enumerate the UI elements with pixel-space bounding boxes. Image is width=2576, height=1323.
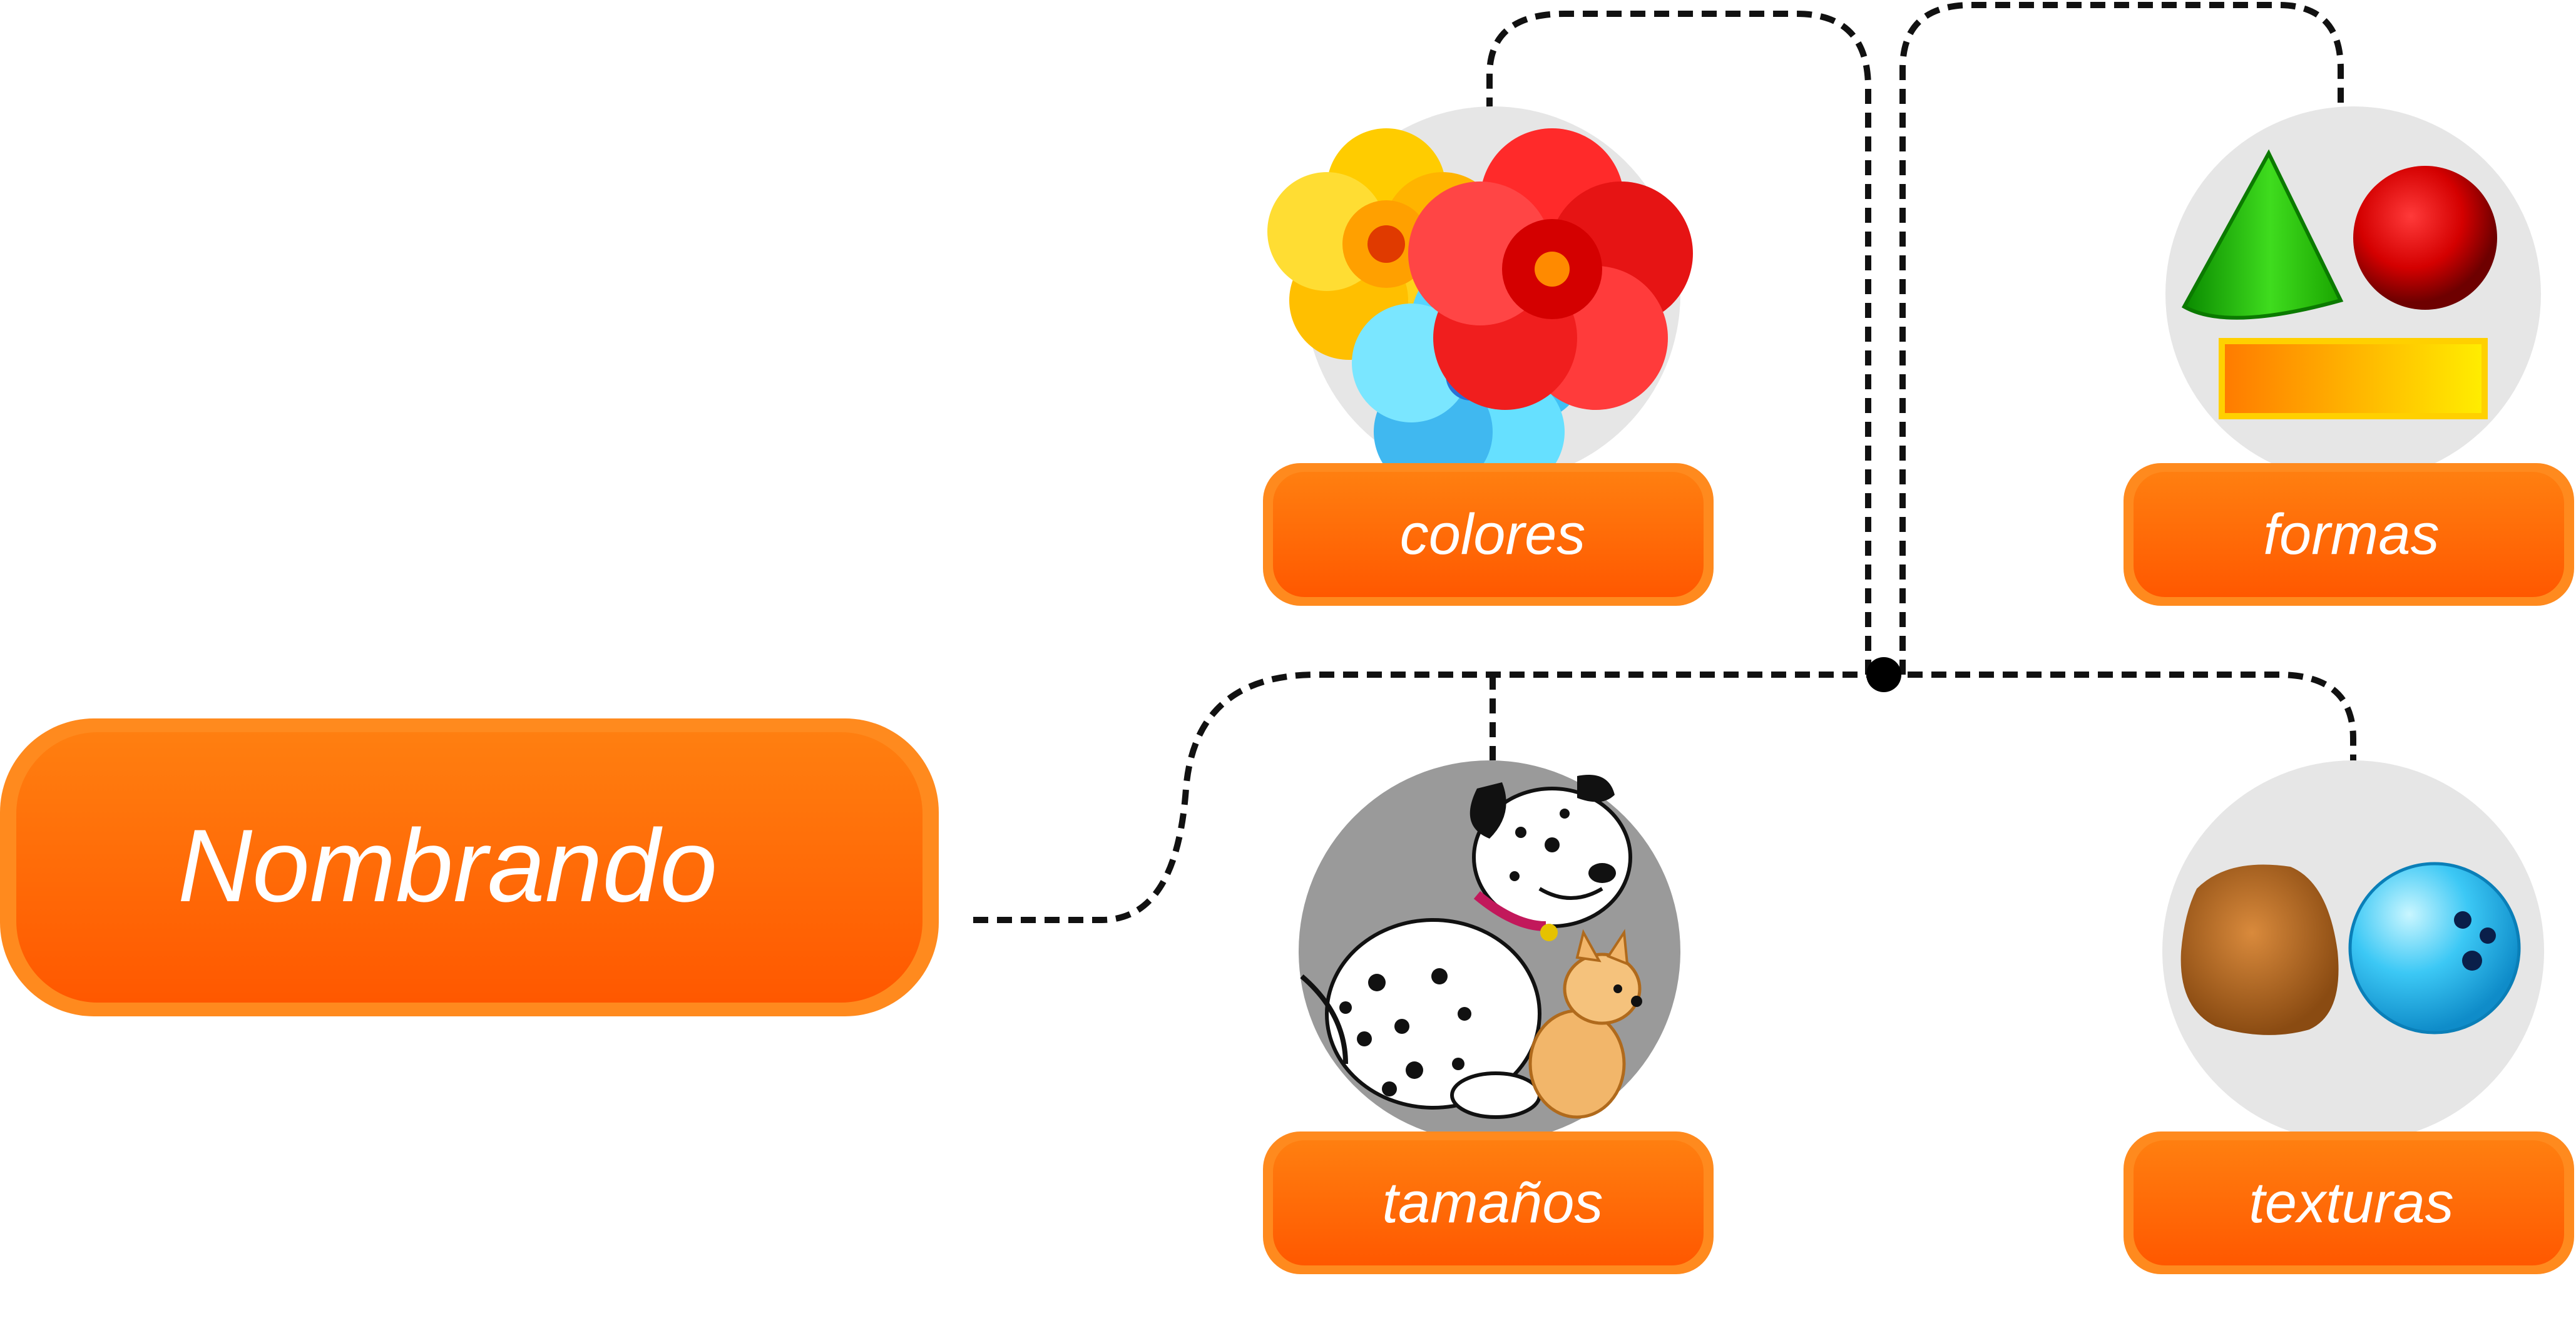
node-texturas[interactable]: texturas [2124,760,2574,1274]
sphere-shape [2353,166,2497,310]
bar-shape [2219,338,2488,419]
flowers-icon [1267,106,1693,491]
connector-lines [973,2,2356,923]
tamanos-label: tamaños [1383,1171,1603,1235]
rock-and-ball-icon [2162,760,2544,1142]
formas-label: formas [2263,503,2439,566]
connector-colores [1486,11,1871,675]
cone-shape [2181,149,2344,320]
texturas-label: texturas [2249,1171,2453,1235]
node-formas[interactable]: formas [2124,106,2574,606]
colores-label: colores [1400,503,1586,566]
bowling-ball [2348,862,2521,1034]
node-colores[interactable]: colores [1263,106,1714,606]
shapes-icon [2165,106,2541,482]
dogs-icon [1299,760,1680,1142]
connector-texturas [1884,672,2356,785]
connector-formas [1899,2,2344,675]
junction-dot [1866,657,1901,692]
root-label: Nombrando [178,808,717,923]
rock-shape [2180,864,2339,1035]
root-node[interactable]: Nombrando [0,718,939,1016]
node-tamanos[interactable]: tamaños [1263,760,1714,1274]
connector-root [973,672,1878,923]
